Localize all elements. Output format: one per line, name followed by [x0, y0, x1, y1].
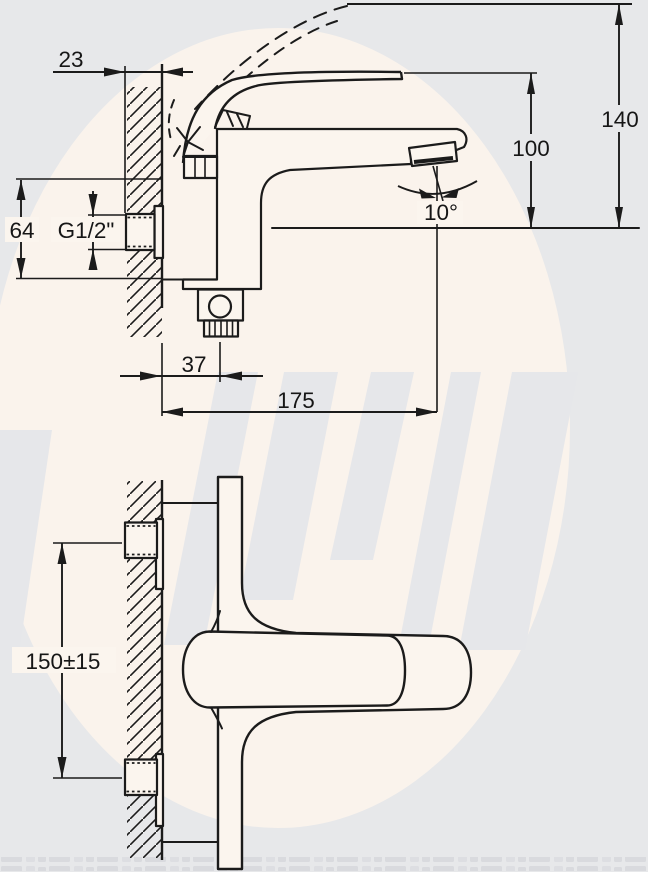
dim-outlet-offset-label: 37 [181, 352, 206, 377]
dim-spout-angle: 10° [397, 165, 478, 412]
dim-inlet-spacing-label: 150±15 [26, 649, 101, 674]
inlet-housing [182, 154, 219, 180]
dim-inlet-height: 64 [5, 178, 162, 280]
dim-spout-angle-label: 10° [424, 200, 458, 225]
cartridge-mechanism [173, 109, 251, 158]
watermark-letter-shape [164, 372, 258, 645]
bottom-outlet [196, 288, 245, 338]
dim-thread-size: G1/2" [51, 191, 126, 270]
lever-handle-bottom-edge [213, 71, 404, 130]
wall-connector-upper [123, 517, 165, 591]
dim-spout-height: 100 [404, 72, 557, 228]
watermark-bottom-strip [0, 857, 648, 871]
connector-nipple [124, 212, 156, 252]
watermark-letter-shape [398, 372, 481, 650]
lever-handle-top-edge [181, 70, 402, 164]
dim-overall-height-label: 140 [601, 107, 639, 132]
watermark-letter-shape [239, 372, 338, 600]
connector-nipple [123, 521, 159, 560]
connector-nipple [123, 758, 159, 797]
dim-inlet-height-label: 64 [9, 218, 34, 243]
spout-aerator [407, 140, 459, 168]
dim-spout-reach-label: 175 [277, 388, 315, 413]
faucet-body-outline [181, 127, 468, 291]
dim-spout-reach: 175 [162, 388, 437, 417]
handle-root-curve [210, 706, 223, 730]
handle-root-curve [210, 610, 221, 633]
outlet-hole [207, 294, 233, 319]
dim-overall-height: 140 [347, 3, 648, 228]
wall-connector-side [124, 204, 165, 260]
side-view: 23 64 G1/2" 100 [5, 3, 648, 417]
dashed-handle-arc [167, 99, 175, 144]
dim-thread-size-label: G1/2" [58, 218, 115, 243]
watermark-letter-shape [330, 372, 414, 560]
dim-wall-clearance: 23 [53, 47, 193, 213]
dim-outlet-offset: 37 [120, 342, 263, 416]
watermark-letter-shape [0, 430, 52, 660]
lever-handle-front [181, 630, 407, 709]
wall-connector-lower [123, 752, 165, 828]
connector-flange [153, 204, 165, 260]
front-view: 150±15 [12, 475, 473, 871]
dim-wall-clearance-label: 23 [58, 47, 83, 72]
wall-section-side [127, 64, 164, 337]
dim-spout-height-label: 100 [512, 136, 550, 161]
faucet-body-side [124, 70, 468, 338]
dim-inlet-spacing: 150±15 [12, 542, 122, 779]
watermark-letter-shape [459, 372, 578, 650]
